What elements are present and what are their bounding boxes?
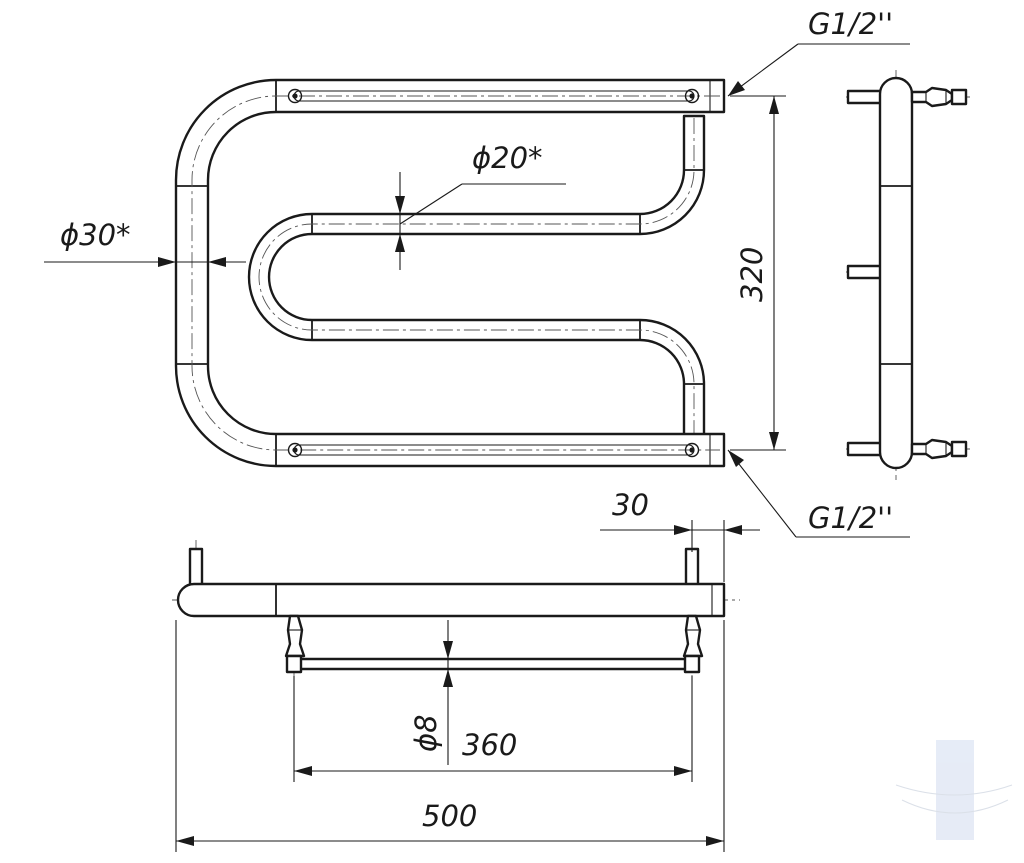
dim-rod-diameter-label: ϕ8 bbox=[409, 714, 443, 752]
watermark-logo bbox=[895, 740, 1013, 840]
dim-total-length: 500 bbox=[175, 620, 725, 852]
dim-shelf-length-label: 360 bbox=[462, 728, 517, 762]
dim-coil-diameter: ϕ20* bbox=[395, 141, 566, 270]
top-shelf-rod bbox=[298, 657, 688, 671]
coil-pipe bbox=[247, 114, 706, 440]
dim-total-length-label: 500 bbox=[422, 799, 477, 833]
rod-end-top-left-inner bbox=[292, 93, 298, 99]
side-stub-mid bbox=[846, 264, 886, 280]
dim-offset: 30 bbox=[600, 488, 760, 582]
main-pipe-centerline bbox=[191, 95, 720, 451]
top-bracket-left bbox=[284, 614, 306, 658]
dim-shelf-length: 360 bbox=[293, 676, 693, 782]
dim-coil-diameter-label: ϕ20* bbox=[472, 141, 543, 175]
dim-main-diameter-label: ϕ30* bbox=[60, 218, 131, 252]
rod-end-bottom-right-inner bbox=[689, 447, 695, 453]
top-nut-left bbox=[285, 654, 303, 674]
side-nut-top bbox=[950, 88, 968, 106]
dim-height-label: 320 bbox=[735, 247, 769, 302]
rod-end-top-right bbox=[684, 88, 700, 104]
dim-main-diameter: ϕ30* bbox=[44, 218, 246, 267]
rod-end-bottom-left-inner bbox=[292, 447, 298, 453]
thread-leader-bottom: G1/2'' bbox=[727, 449, 910, 538]
side-stub-top bbox=[846, 89, 886, 105]
rod-end-bottom-left bbox=[287, 442, 303, 458]
dim-offset-label: 30 bbox=[612, 488, 649, 522]
top-bracket-right bbox=[682, 614, 704, 658]
side-view bbox=[846, 70, 972, 480]
rod-end-top-right-inner bbox=[689, 93, 695, 99]
side-nut-bottom bbox=[950, 440, 968, 458]
top-view: 30 ϕ8 360 500 bbox=[172, 488, 760, 852]
top-pipe bbox=[176, 582, 726, 618]
thread-label-bottom: G1/2'' bbox=[808, 501, 893, 535]
side-stub-bottom bbox=[846, 441, 886, 457]
dim-height: 320 bbox=[730, 95, 786, 451]
thread-label-top: G1/2'' bbox=[808, 7, 893, 41]
top-nut-right bbox=[683, 654, 701, 674]
rod-end-top-left bbox=[287, 88, 303, 104]
thread-leader-top: G1/2'' bbox=[727, 7, 910, 97]
side-pipe bbox=[878, 76, 914, 470]
coil-centerline bbox=[258, 118, 695, 436]
front-view: ϕ30* ϕ20* 320 G1/2'' bbox=[44, 7, 910, 538]
rod-end-bottom-right bbox=[684, 442, 700, 458]
dim-rod-diameter: ϕ8 bbox=[409, 620, 453, 765]
